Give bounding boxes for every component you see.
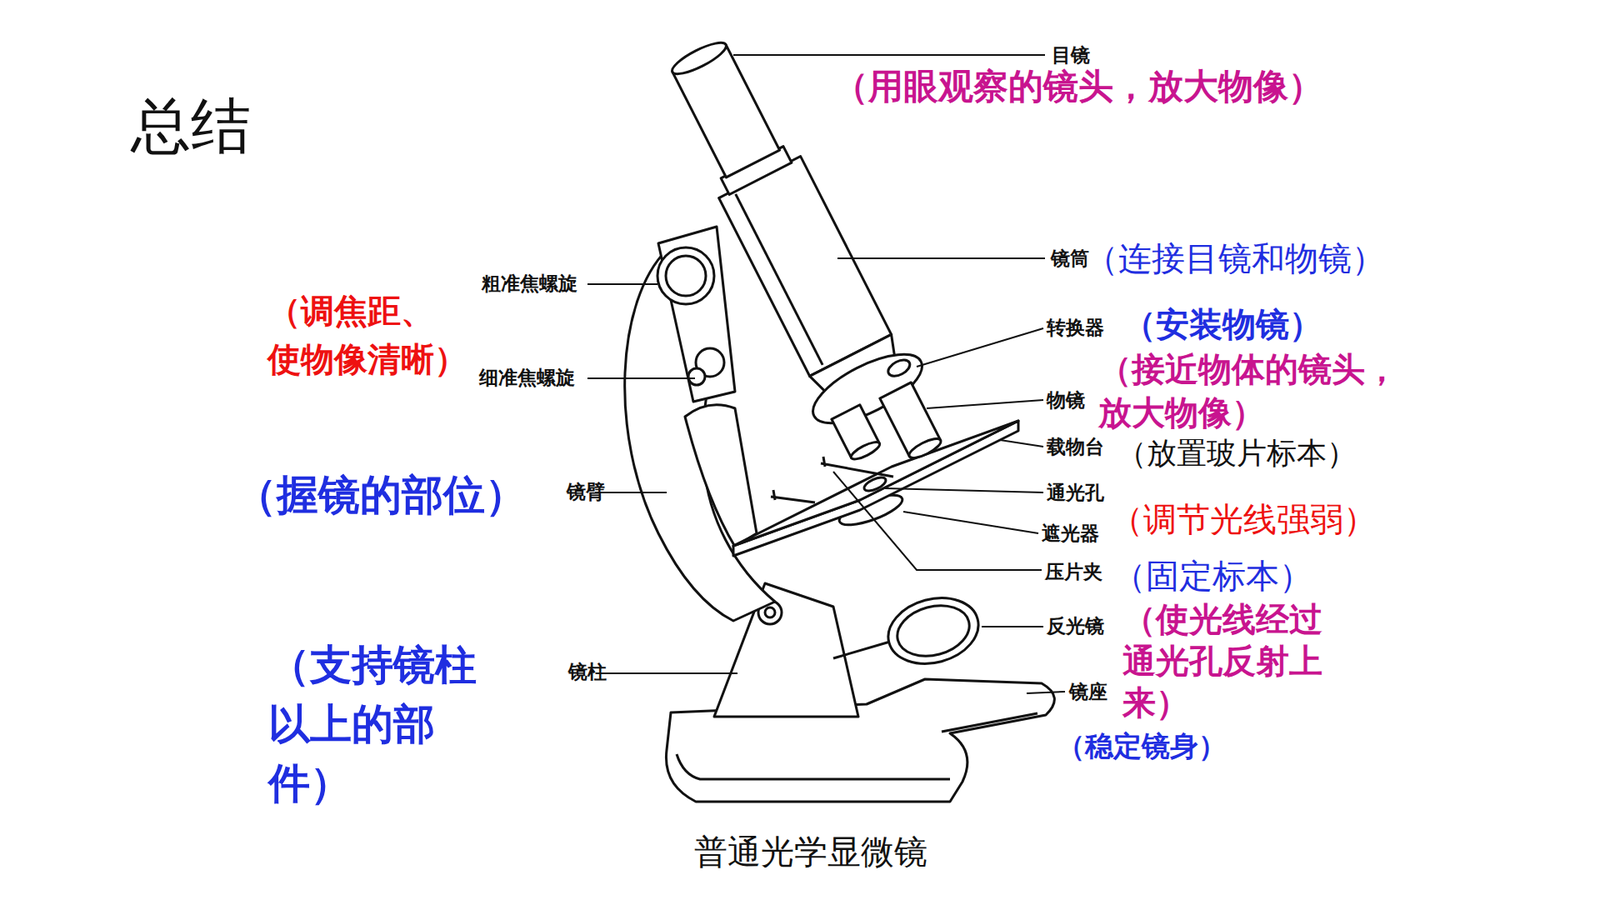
part-name: 镜座	[1069, 680, 1108, 705]
leader-line	[1000, 440, 1044, 447]
barrel	[719, 156, 892, 377]
leader-line	[916, 328, 1044, 367]
pillar-pivot-inner	[765, 607, 775, 618]
function-note: （固定标本）	[1112, 555, 1313, 596]
part-name: 物镜	[1046, 389, 1085, 413]
function-note: （安装物镜）	[1122, 304, 1323, 345]
part-name: 目镜	[1051, 44, 1090, 68]
stage-hole	[862, 475, 888, 495]
objective-short-tip	[849, 439, 882, 463]
part-name: 遮光器	[1041, 522, 1100, 546]
leader-line	[926, 400, 1044, 409]
leader-line	[587, 283, 658, 285]
part-name: 通光孔	[1046, 481, 1105, 505]
base-edge	[676, 713, 1038, 780]
part-name: 粗准焦螺旋	[481, 272, 578, 296]
text-line: 以上的部	[268, 695, 477, 755]
function-note: （用眼观察的镜头，放大物像）	[833, 65, 1324, 108]
function-note: （握镜的部位）	[235, 470, 527, 520]
text-line: （使光线经过	[1122, 598, 1323, 640]
objective-long-tip	[906, 435, 944, 462]
slide-title: 总结	[130, 90, 251, 162]
eyepiece-top	[668, 37, 730, 80]
mirror-glass	[891, 598, 975, 665]
part-name: 细准焦螺旋	[479, 366, 575, 390]
leader-line	[733, 54, 1045, 56]
leader-line	[981, 625, 1044, 628]
function-note: （调焦距、 使物像清晰）	[267, 286, 468, 384]
part-name: 转换器	[1046, 316, 1105, 340]
leader-line	[903, 511, 1039, 534]
leader-line	[833, 471, 1042, 570]
text-line: 通光孔反射上	[1122, 640, 1323, 682]
stage-bracket	[685, 405, 757, 547]
part-name: 镜柱	[568, 660, 607, 685]
nosepiece-hole	[885, 356, 913, 380]
text-line: （支持镜柱	[268, 635, 477, 695]
part-name: 反光镜	[1046, 615, 1105, 639]
leader-line	[595, 491, 667, 494]
text-line: 放大物像）	[1098, 390, 1399, 435]
function-note: （调节光线强弱）	[1110, 499, 1377, 540]
barrel-edge	[735, 194, 823, 365]
part-name: 镜筒	[1050, 247, 1090, 271]
leader-line	[837, 257, 1045, 260]
text-line: 件）	[268, 754, 477, 814]
part-name: 镜臂	[566, 480, 605, 505]
function-note: （稳定镜身）	[1056, 729, 1227, 764]
function-note: （接近物体的镜头， 放大物像）	[1098, 347, 1399, 435]
leader-line	[596, 672, 738, 675]
mirror-rim	[880, 588, 986, 674]
function-note: （放置玻片标本）	[1116, 435, 1357, 471]
part-name: 载物台	[1046, 435, 1105, 460]
leader-line	[1026, 691, 1065, 694]
mirror-stem	[833, 641, 890, 659]
stage-clip	[770, 490, 815, 503]
function-note: （使光线经过 通光孔反射上 来）	[1122, 598, 1323, 724]
fine-knob-cap	[688, 368, 705, 385]
function-note: （连接目镜和物镜）	[1085, 238, 1385, 279]
leader-line	[587, 377, 695, 380]
text-line: 来）	[1122, 681, 1323, 724]
text-line: 使物像清晰）	[267, 335, 468, 384]
leader-line	[885, 488, 1044, 493]
focus-housing	[658, 226, 735, 402]
text-line: （调焦距、	[267, 286, 468, 335]
figure-caption: 普通光学显微镜	[694, 831, 928, 872]
function-note: （支持镜柱 以上的部 件）	[268, 635, 477, 814]
part-name: 压片夹	[1045, 560, 1103, 585]
coarse-knob-inner	[665, 255, 706, 296]
stage-side	[733, 420, 1019, 556]
coarse-knob	[657, 247, 715, 305]
text-line: （接近物体的镜头，	[1098, 347, 1399, 391]
